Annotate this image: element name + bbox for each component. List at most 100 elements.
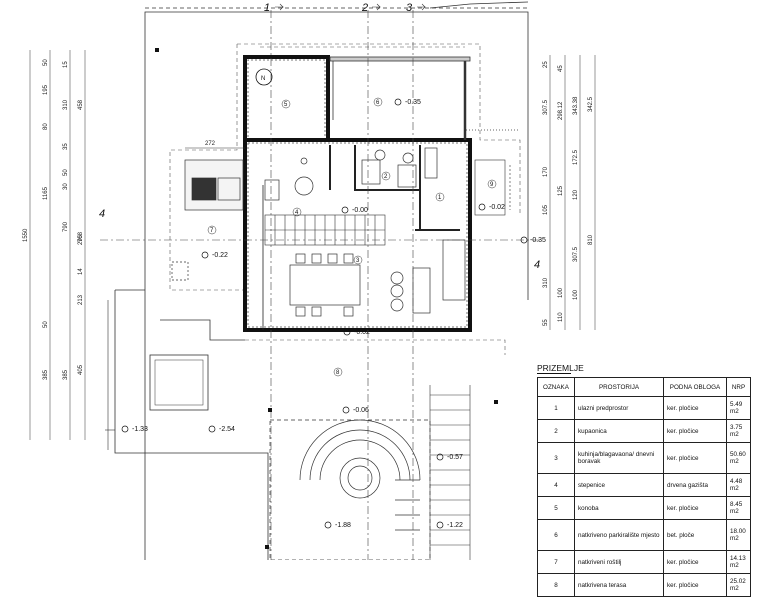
cell-prostorija: kupaonica <box>574 419 664 443</box>
right-dimension-labels: 307.5 298.12 343.38 342.5 172.5 170 120 … <box>543 61 594 326</box>
dim-right-120: 120 <box>573 189 579 200</box>
cell-obloga: ker. pločice <box>663 573 727 597</box>
level-marker-2: -0.02 <box>489 204 505 211</box>
curved-terrace <box>269 419 431 560</box>
bbq-area <box>171 159 244 281</box>
section-mark-3: 3 <box>406 2 413 14</box>
dim-left-30: 30 <box>63 183 69 190</box>
table-row: 7 natkriveni roštilj ker. pločice 14.13 … <box>537 550 751 574</box>
interior-stairs <box>264 214 386 246</box>
dim-left-50a: 50 <box>43 59 49 66</box>
dim-left-310: 310 <box>63 99 69 110</box>
room-number-7: 7 <box>210 228 214 234</box>
dim-right-307-5b: 307.5 <box>573 246 579 262</box>
room-number-8: 8 <box>336 370 340 376</box>
dining-table <box>289 253 361 317</box>
room-number-4: 4 <box>295 210 299 216</box>
dim-left-14: 14 <box>78 268 84 275</box>
cell-oznaka: 8 <box>537 573 575 597</box>
dim-right-125: 125 <box>558 185 564 196</box>
table-row: 6 natkriveno parkiralište mjesto bet. pl… <box>537 519 751 551</box>
top-dimension: 272 <box>185 141 245 149</box>
dim-right-110: 110 <box>558 312 564 322</box>
dim-right-100b: 100 <box>573 289 579 300</box>
cell-obloga: ker. pločice <box>663 419 727 443</box>
room-numbers: 1 2 3 4 5 6 7 8 9 <box>207 97 497 377</box>
dim-right-105: 105 <box>543 204 549 215</box>
section-mark-4-left: 4 <box>99 208 105 220</box>
dim-left-50b: 50 <box>43 321 49 328</box>
header-nrp: NRP <box>726 377 751 397</box>
cell-prostorija: kuhinja/blagavaona/ dnevni boravak <box>574 442 664 474</box>
cell-prostorija: stepenice <box>574 473 664 497</box>
dim-left-385a: 385 <box>43 369 49 380</box>
cell-nrp: 3.75 m2 <box>726 419 751 443</box>
level-marker-8: -1.33 <box>132 426 148 433</box>
wall-hatching <box>247 59 468 328</box>
dim-left-35: 35 <box>63 143 69 150</box>
section-mark-4-right: 4 <box>534 259 540 271</box>
cell-obloga: ker. pločice <box>663 442 727 474</box>
dim-left-295: 295 <box>78 234 84 245</box>
dim-left-708: 708 <box>78 231 84 242</box>
cell-prostorija: natkriveni roštilj <box>574 550 664 574</box>
dim-left-80: 80 <box>43 123 49 130</box>
floor-plan-drawing: 1 2 3 4 4 1550 1165 790 708 385 385 405 … <box>23 1 596 560</box>
cell-prostorija: konoba <box>574 496 664 520</box>
dim-top-272: 272 <box>205 141 216 147</box>
dim-left-213: 213 <box>78 294 84 305</box>
table-row: 5 konoba ker. pločice 8.45 m2 <box>537 496 751 520</box>
cell-prostorija: natkriveno parkiralište mjesto <box>574 519 664 551</box>
dim-right-342-5: 342.5 <box>588 96 594 112</box>
north-label: N <box>261 76 265 82</box>
cell-nrp: 4.48 m2 <box>726 473 751 497</box>
dim-left-405: 405 <box>78 364 84 375</box>
level-marker-6: -0.02 <box>354 329 370 336</box>
dim-left-1550: 1550 <box>23 228 29 242</box>
cell-oznaka: 2 <box>537 419 575 443</box>
parking-pergola <box>329 56 520 140</box>
cell-obloga: ker. pločice <box>663 496 727 520</box>
level-marker-11: -1.88 <box>335 522 351 529</box>
columns <box>155 48 498 549</box>
room-number-6: 6 <box>376 100 380 106</box>
room-number-9: 9 <box>490 182 494 188</box>
dim-right-170: 170 <box>543 166 549 177</box>
level-marker-5: -0.35 <box>530 237 546 244</box>
outdoor-stairs <box>105 300 471 560</box>
dim-left-50c: 50 <box>63 169 69 176</box>
right-dimension-chain <box>549 55 596 330</box>
interior-walls <box>262 145 460 330</box>
section-mark-1: 1 <box>264 2 270 14</box>
header-podna-obloga: PODNA OBLOGA <box>663 377 727 397</box>
level-markers: -0.35 -0.02 -0.00 -0.22 -0.35 -0.02 -0.0… <box>121 98 546 529</box>
room-number-2: 2 <box>384 174 388 180</box>
room-schedule: PRIZEMLJE OZNAKA PROSTORIJA PODNA OBLOGA… <box>537 363 751 597</box>
dim-left-195: 195 <box>43 84 49 95</box>
dim-right-25: 25 <box>543 61 549 68</box>
table-row: 8 natkrivena terasa ker. pločice 25.02 m… <box>537 573 751 597</box>
room-number-5: 5 <box>284 102 288 108</box>
dim-left-15: 15 <box>63 61 69 68</box>
dim-right-55: 55 <box>543 319 549 326</box>
level-marker-12: -1.22 <box>447 522 463 529</box>
level-marker-7: -0.06 <box>353 407 369 414</box>
cell-oznaka: 4 <box>537 473 575 497</box>
section-mark-2: 2 <box>361 2 368 14</box>
dim-right-810: 810 <box>588 234 594 245</box>
table-row: 2 kupaonica ker. pločice 3.75 m2 <box>537 419 751 443</box>
header-oznaka: OZNAKA <box>537 377 575 397</box>
cell-nrp: 18.00 m2 <box>726 519 751 551</box>
level-marker-10: -0.57 <box>447 454 463 461</box>
cell-nrp: 50.60 m2 <box>726 442 751 474</box>
site-boundary <box>114 1 529 560</box>
table-row: 3 kuhinja/blagavaona/ dnevni boravak ker… <box>537 442 751 474</box>
room-number-1: 1 <box>438 195 442 201</box>
dim-right-298-12: 298.12 <box>558 101 564 120</box>
schedule-title: PRIZEMLJE <box>537 363 584 374</box>
cell-oznaka: 1 <box>537 396 575 420</box>
level-marker-1: -0.35 <box>405 99 421 106</box>
dim-right-310: 310 <box>543 277 549 288</box>
cell-obloga: ker. pločice <box>663 550 727 574</box>
schedule-table: OZNAKA PROSTORIJA PODNA OBLOGA NRP 1 ula… <box>537 377 751 597</box>
